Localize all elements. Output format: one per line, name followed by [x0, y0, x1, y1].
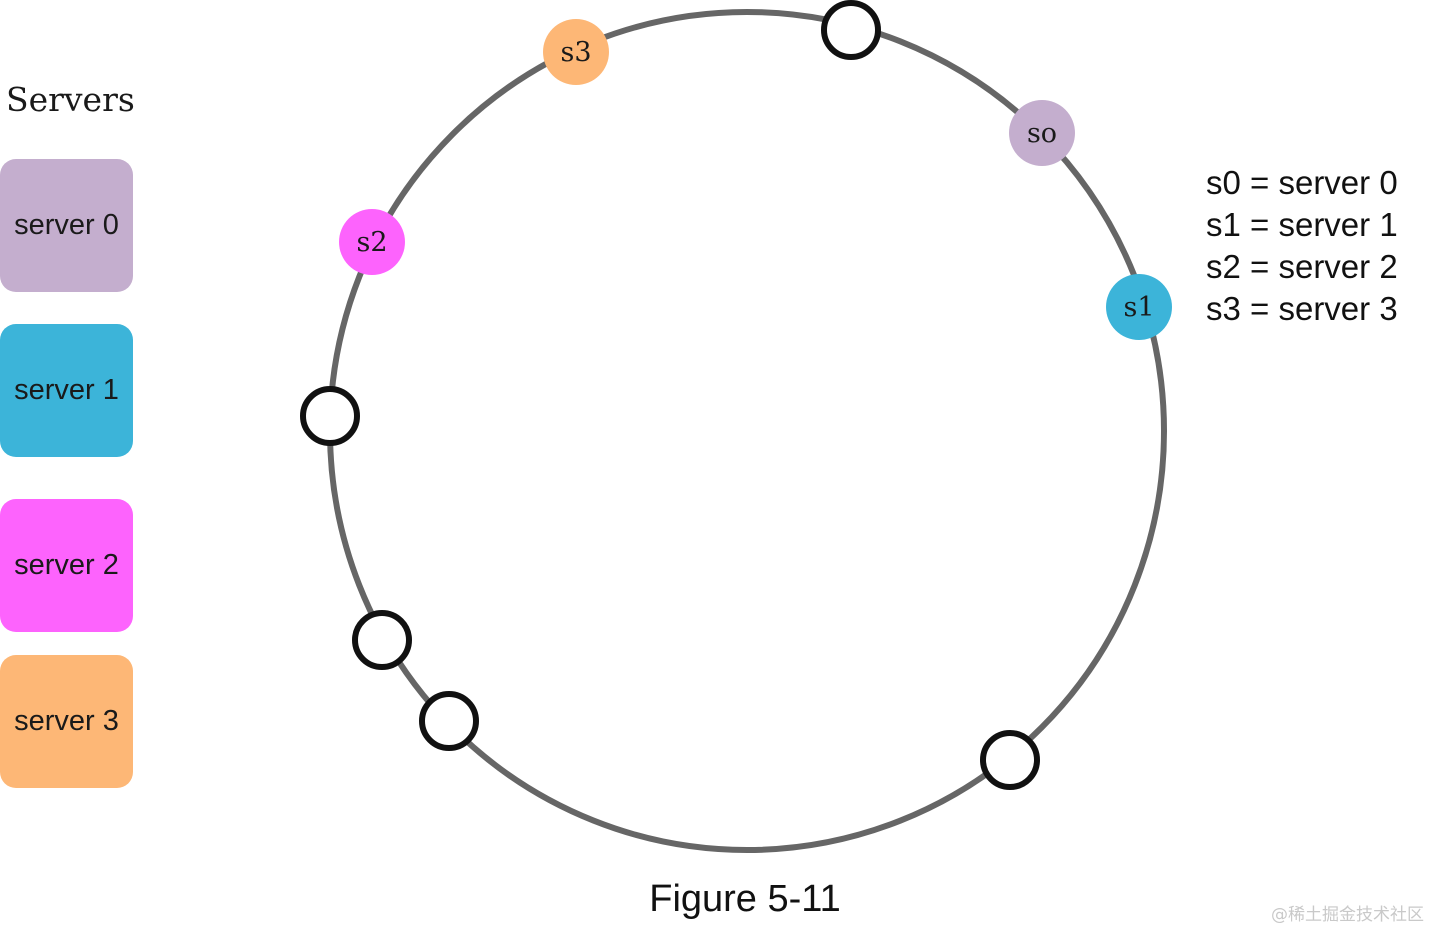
legend-entry: s2 = server 2 [1206, 248, 1398, 285]
ring-server-s2: s2 [339, 209, 405, 275]
figure-caption: Figure 5-11 [649, 878, 841, 920]
server-box-label: server 2 [14, 549, 119, 581]
server-legend: s0 = server 0 s1 = server 1 s2 = server … [1206, 162, 1398, 330]
server-box-1: server 1 [0, 324, 133, 457]
key-node [980, 730, 1040, 790]
legend-entry: s3 = server 3 [1206, 290, 1398, 327]
watermark: @稀土掘金技术社区 [1271, 905, 1424, 925]
ring-server-label: s2 [356, 227, 387, 258]
server-box-0: server 0 [0, 159, 133, 292]
legend-entry: s1 = server 1 [1206, 206, 1398, 243]
server-box-label: server 0 [14, 209, 119, 241]
ring-server-label: s3 [560, 37, 591, 68]
ring-server-s0: so [1009, 100, 1075, 166]
servers-heading: Servers [6, 80, 135, 119]
server-box-label: server 3 [14, 705, 119, 737]
key-node [821, 0, 881, 60]
key-node [352, 610, 412, 670]
key-node [419, 691, 479, 751]
ring-server-label: s1 [1123, 292, 1154, 323]
server-box-2: server 2 [0, 499, 133, 632]
ring-server-s3: s3 [543, 19, 609, 85]
key-node [300, 386, 360, 446]
ring-server-label: so [1027, 118, 1057, 149]
server-box-3: server 3 [0, 655, 133, 788]
legend-entry: s0 = server 0 [1206, 164, 1398, 201]
ring-server-s1: s1 [1106, 274, 1172, 340]
server-box-label: server 1 [14, 374, 119, 406]
